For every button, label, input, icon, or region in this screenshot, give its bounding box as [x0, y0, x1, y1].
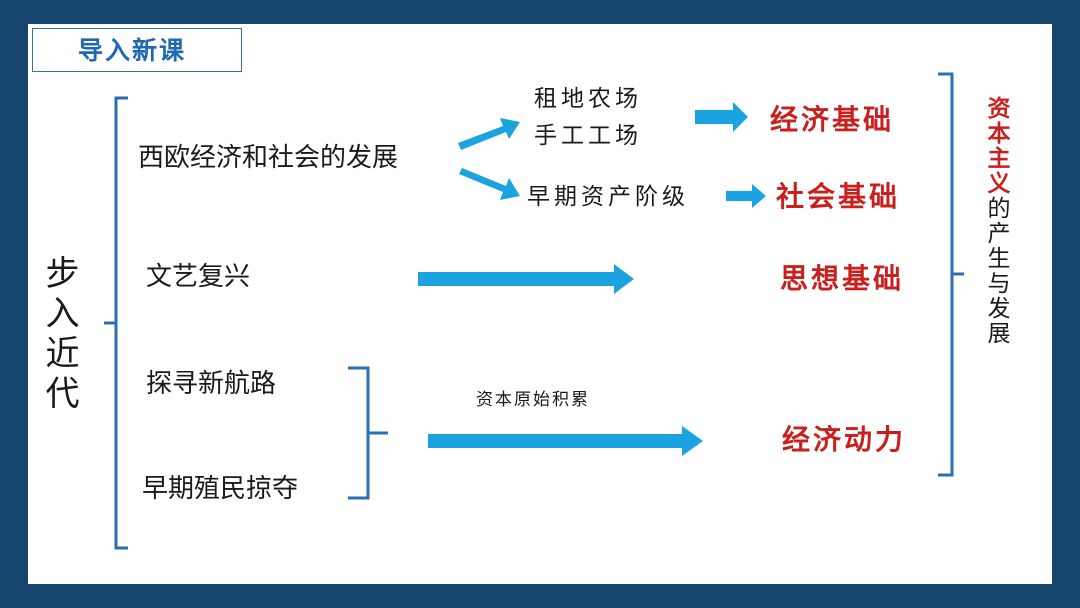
slide-canvas	[28, 24, 1052, 584]
basis-social: 社会基础	[776, 180, 901, 213]
arrow-accumulation	[428, 426, 703, 456]
right-bracket	[938, 72, 964, 477]
middle-farms: 租地农场	[534, 86, 642, 112]
arrow-to-economic-basis	[695, 102, 748, 132]
item-western-europe: 西欧经济和社会的发展	[138, 143, 399, 173]
middle-workshops: 手工工场	[534, 123, 642, 149]
item-colonial-plunder: 早期殖民掠夺	[142, 474, 299, 504]
arrow-to-social-basis	[726, 184, 766, 208]
arrow-down-diagonal	[459, 168, 520, 200]
basis-driving-force: 经济动力	[782, 423, 907, 456]
conclusion-label: 资本主义的产生与发展	[983, 96, 1009, 346]
side-label: 步入近代	[39, 255, 79, 415]
item-renaissance: 文艺复兴	[146, 262, 251, 292]
middle-accumulation: 资本原始积累	[476, 390, 590, 410]
small-bracket	[348, 366, 388, 500]
arrow-renaissance	[418, 264, 634, 294]
page-title: 导入新课	[78, 36, 187, 65]
item-new-routes: 探寻新航路	[146, 369, 277, 399]
basis-ideological: 思想基础	[780, 262, 905, 295]
arrow-up-diagonal	[458, 118, 520, 150]
basis-economic: 经济基础	[770, 103, 895, 136]
title-box	[32, 28, 242, 72]
left-bracket	[104, 96, 128, 550]
middle-bourgeoisie: 早期资产阶级	[527, 184, 689, 210]
